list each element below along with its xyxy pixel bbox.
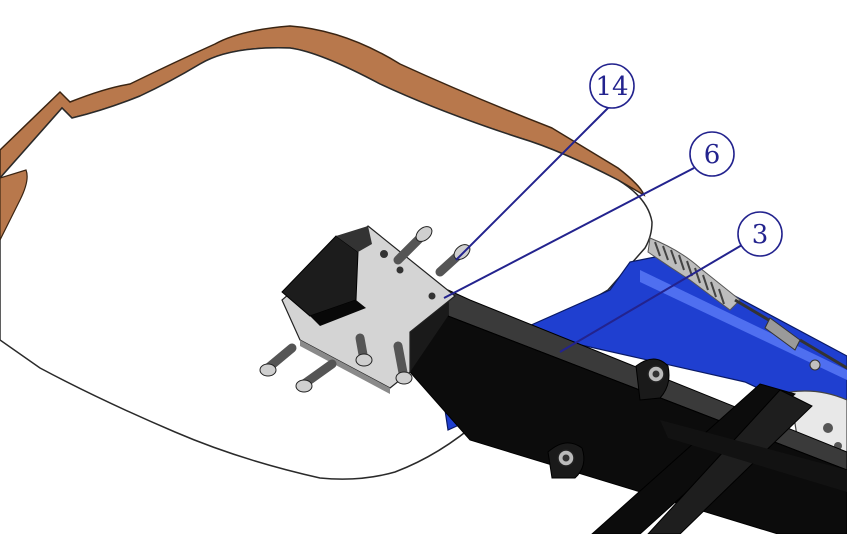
cross-bar-face xyxy=(647,389,813,534)
main-tube-end xyxy=(410,290,448,372)
blue-frame-highlight xyxy=(640,270,847,380)
lower-bar xyxy=(660,420,847,492)
bolt-front-1 xyxy=(355,333,373,367)
pivot-bracket-right xyxy=(635,358,670,401)
callout-6: 6 xyxy=(689,131,735,177)
bolt-left-1 xyxy=(259,343,297,377)
leader-line-6 xyxy=(443,167,695,299)
cross-bar xyxy=(591,383,797,534)
bolt-left-2 xyxy=(295,359,337,393)
cap-block-top xyxy=(310,300,366,326)
pivot-bracket-left xyxy=(547,442,585,479)
cap-block-front xyxy=(281,235,359,317)
main-tube-side xyxy=(409,315,847,534)
mounting-plate-shadow xyxy=(300,340,390,394)
leader-line-14 xyxy=(455,103,613,261)
board-notch-edge xyxy=(0,169,28,241)
callout-3-label: 3 xyxy=(752,220,769,250)
bolt-front-2 xyxy=(393,341,413,385)
leader-line-3 xyxy=(559,244,743,353)
bolt-14 xyxy=(435,244,471,277)
callout-3: 3 xyxy=(737,211,783,257)
callout-14: 14 xyxy=(589,63,635,109)
cap-block-face xyxy=(336,226,372,252)
bolt-upper xyxy=(393,226,433,265)
callout-6-label: 6 xyxy=(704,140,721,170)
turnbuckle xyxy=(734,298,847,371)
callout-14-label: 14 xyxy=(595,72,628,102)
